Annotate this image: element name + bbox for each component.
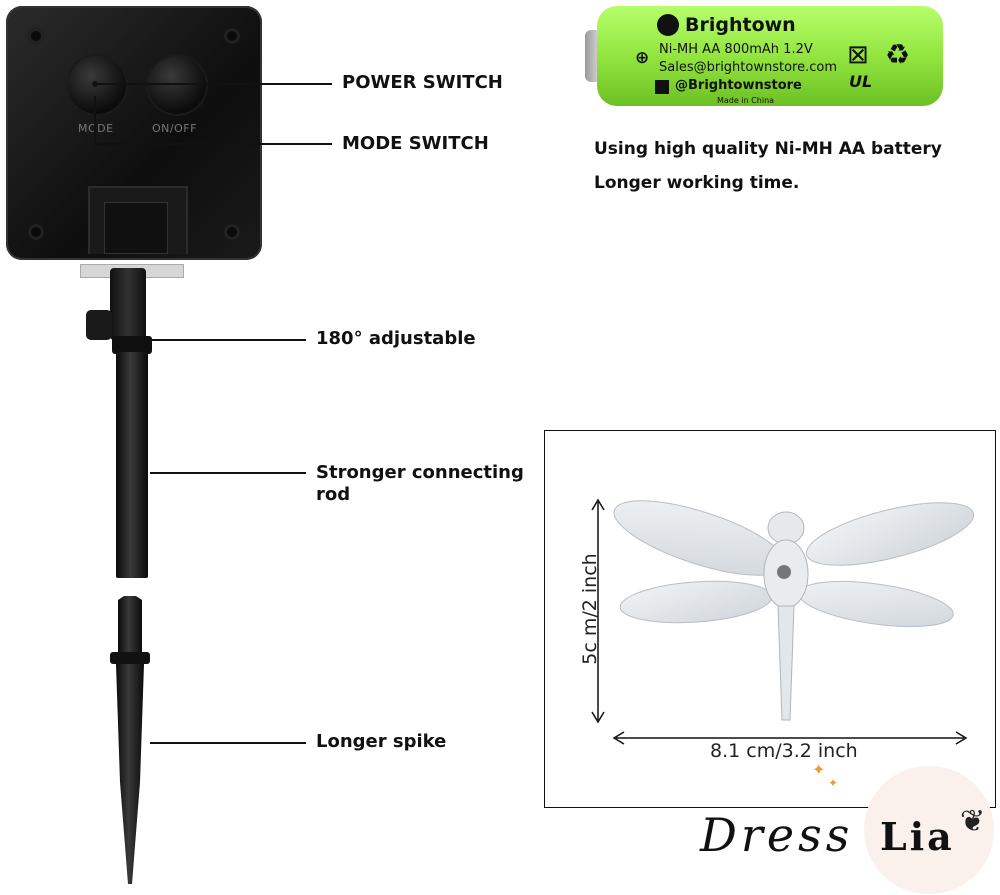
logo-script-text: Dress bbox=[700, 808, 854, 862]
no-trash-icon: ⊠ bbox=[847, 40, 869, 70]
spike-label: Longer spike bbox=[316, 731, 447, 752]
dragonfly-image bbox=[613, 500, 975, 721]
power-leader-line bbox=[96, 83, 332, 85]
adjustable-joint bbox=[110, 268, 146, 340]
battery-caption-line1: Using high quality Ni-MH AA battery bbox=[594, 139, 942, 159]
adjustable-label: 180° adjustable bbox=[316, 328, 476, 349]
width-dimension-arrow bbox=[612, 731, 968, 745]
spike-leader-line bbox=[150, 742, 306, 744]
mode-switch-label: MODE SWITCH bbox=[342, 133, 489, 154]
rod-collar bbox=[112, 336, 152, 354]
plus-icon: ⊕ bbox=[635, 48, 650, 68]
aa-battery: Brightown ⊕ Ni-MH AA 800mAh 1.2V Sales@b… bbox=[597, 6, 943, 106]
power-switch-button[interactable] bbox=[148, 56, 206, 114]
width-dimension-label: 8.1 cm/3.2 inch bbox=[710, 740, 858, 762]
ul-cert-mark: UL bbox=[849, 72, 873, 91]
screw-icon bbox=[28, 224, 44, 240]
recycle-icon: ♻ bbox=[885, 38, 911, 71]
onoff-button-label: ON/OFF bbox=[152, 122, 197, 135]
power-switch-label: POWER SWITCH bbox=[342, 72, 503, 93]
laurel-icon: ❦ bbox=[960, 804, 986, 839]
rod-label-line2: rod bbox=[316, 484, 351, 505]
tighten-knob[interactable] bbox=[86, 310, 112, 340]
adjustable-leader-line bbox=[150, 339, 306, 341]
height-dimension-label: 5c m/2 inch bbox=[579, 553, 601, 665]
logo-bold-text: Lia bbox=[880, 814, 955, 859]
mode-leader-vertical bbox=[94, 96, 96, 144]
sparkle-icon: ✦ bbox=[828, 776, 839, 790]
rod-label-line1: Stronger connecting bbox=[316, 462, 524, 483]
connecting-rod bbox=[116, 352, 148, 578]
height-dimension-arrow bbox=[591, 498, 605, 724]
battery-brand: Brightown bbox=[685, 14, 796, 36]
ground-spike bbox=[110, 596, 150, 884]
battery-social: @Brightownstore bbox=[675, 78, 802, 93]
screw-icon bbox=[224, 28, 240, 44]
mount-bracket-slot bbox=[104, 202, 168, 254]
brand-logo-icon bbox=[657, 14, 679, 36]
battery-spec: Ni-MH AA 800mAh 1.2V bbox=[659, 42, 813, 57]
callout-dot bbox=[92, 81, 98, 87]
rod-leader-line bbox=[150, 472, 306, 474]
sparkle-icon: ✦ bbox=[812, 760, 826, 779]
battery-caption-line2: Longer working time. bbox=[594, 173, 800, 193]
screw-icon bbox=[224, 224, 240, 240]
facebook-icon bbox=[655, 80, 669, 94]
battery-email: Sales@brightownstore.com bbox=[659, 60, 838, 75]
logo-badge bbox=[864, 766, 994, 894]
mode-leader-line bbox=[94, 143, 332, 145]
battery-origin: Made in China bbox=[717, 96, 775, 105]
screw-icon bbox=[28, 28, 44, 44]
